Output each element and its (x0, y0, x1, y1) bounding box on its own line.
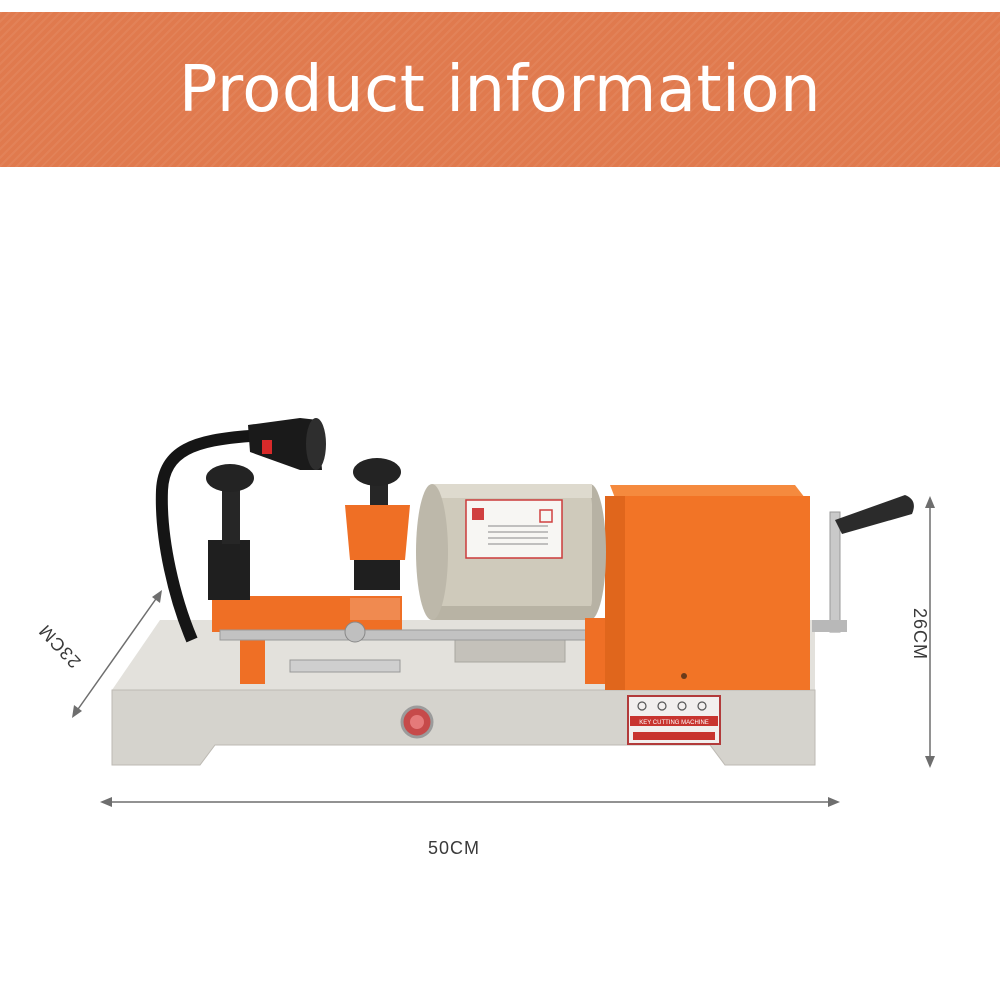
crank-handle (835, 495, 914, 534)
height-dimension-arrow (925, 496, 935, 768)
lamp-hose (155, 430, 251, 643)
banner-title: Product information (178, 52, 822, 127)
left-clamp-knob (206, 464, 254, 492)
lamp-head (248, 418, 322, 470)
right-clamp-knob (353, 458, 401, 486)
header-banner: Product information (0, 12, 1000, 167)
width-dimension-label: 50CM (428, 838, 481, 858)
width-dimension-arrow (100, 797, 840, 807)
motor-left-cap (416, 484, 448, 620)
crank-arm (829, 511, 841, 633)
plate-text: KEY CUTTING MACHINE (639, 720, 709, 726)
machine-cover (605, 496, 810, 690)
guide-rod (219, 629, 601, 641)
depth-dimension-arrow (72, 590, 162, 718)
cover-top (610, 485, 805, 498)
height-dimension-label: 26CM (910, 608, 930, 661)
